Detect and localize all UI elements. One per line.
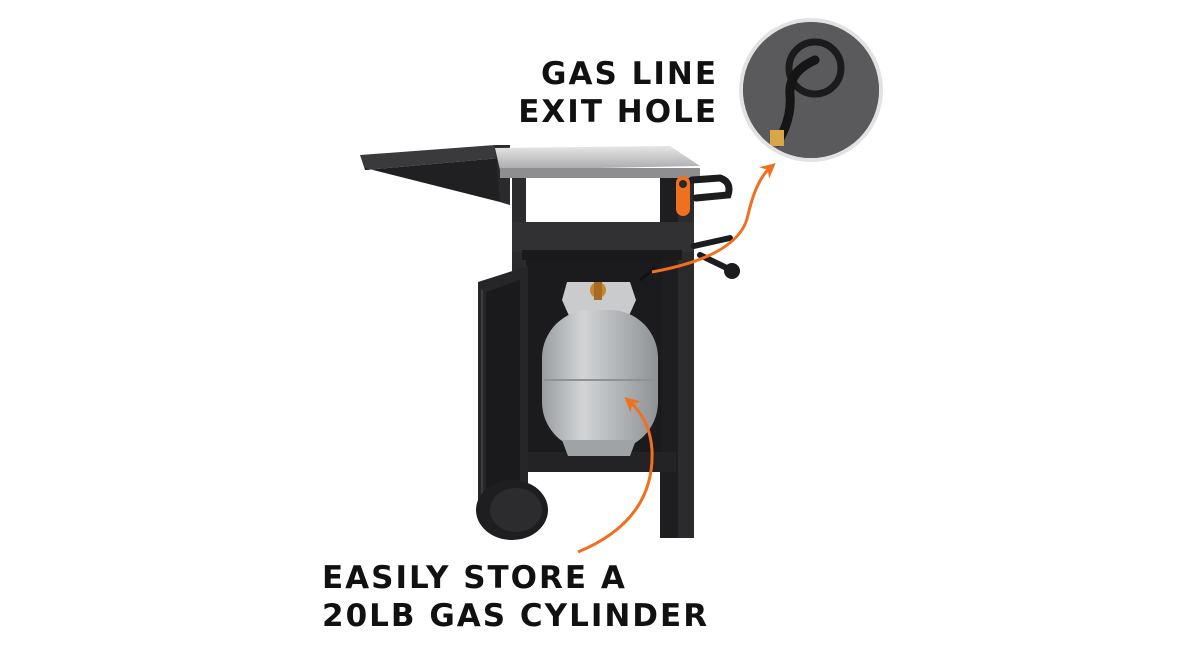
gas-line-callout: GAS LINE EXIT HOLE — [518, 56, 718, 132]
propane-tank — [542, 266, 658, 456]
stainless-top — [495, 146, 700, 178]
tank-storage-arrow — [577, 396, 654, 554]
storage-callout-line1: EASILY STORE A — [322, 560, 627, 596]
gas-line-arrow — [651, 163, 776, 274]
cart-handle — [688, 174, 740, 279]
side-shelf — [360, 145, 510, 205]
cart-wheel — [476, 480, 548, 540]
gas-line-detail-image — [739, 18, 883, 162]
cabinet-door — [478, 266, 528, 508]
gas-line-callout-line1: GAS LINE — [541, 56, 718, 92]
bottle-opener-icon — [676, 176, 690, 216]
storage-callout-line2: 20LB GAS CYLINDER — [322, 597, 710, 634]
storage-callout: EASILY STORE A 20LB GAS CYLINDER — [322, 560, 709, 636]
gas-line-callout-line2: EXIT HOLE — [518, 93, 718, 130]
